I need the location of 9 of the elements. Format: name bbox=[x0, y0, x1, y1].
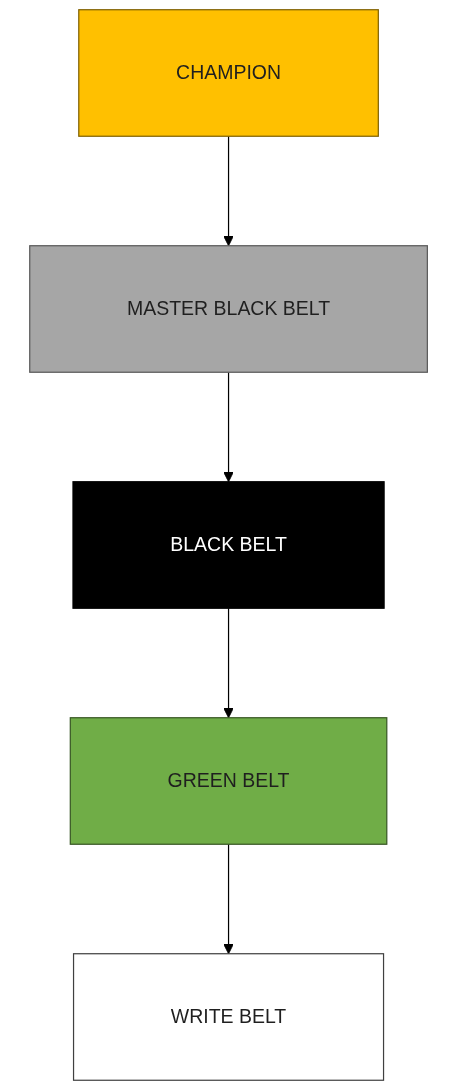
arrow bbox=[223, 607, 234, 719]
arrow bbox=[223, 843, 234, 955]
arrow bbox=[223, 135, 234, 247]
node-box: BLACK BELT bbox=[72, 481, 385, 609]
arrow bbox=[223, 371, 234, 483]
node-box: CHAMPION bbox=[78, 9, 379, 137]
node-box: GREEN BELT bbox=[69, 717, 388, 845]
node-box: MASTER BLACK BELT bbox=[29, 245, 428, 373]
node-box: WRITE BELT bbox=[72, 953, 385, 1081]
